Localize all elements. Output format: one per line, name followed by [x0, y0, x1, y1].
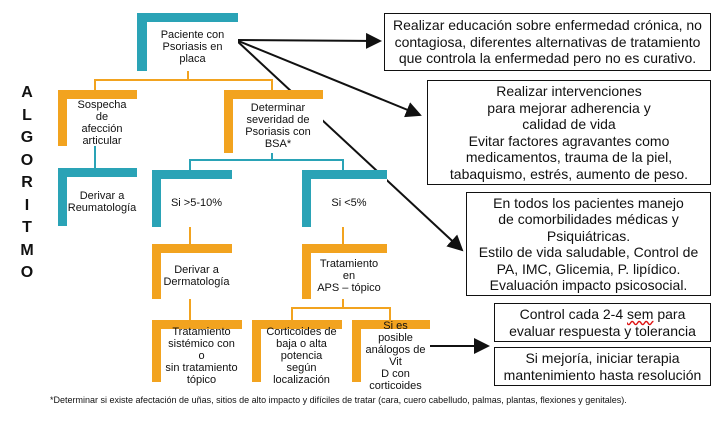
side-title-letter: M: [20, 241, 34, 259]
box-control: Control cada 2-4 sem para evaluar respue…: [494, 303, 711, 342]
side-title-letter: T: [22, 219, 32, 236]
control-text-a: Control cada 2-4: [519, 306, 628, 322]
box-adherencia: Realizar intervenciones para mejorar adh…: [427, 80, 711, 185]
node-derivar-reumatologia: Derivar a Reumatología: [64, 174, 137, 226]
node-paciente-psoriasis: Paciente con Psoriasis en placa: [144, 19, 238, 71]
node-sospecha-articular: Sospecha de afección articular: [64, 96, 137, 147]
box-educacion: Realizar educación sobre enfermedad crón…: [384, 13, 711, 71]
side-title-letter: I: [24, 196, 30, 214]
side-title-letter: L: [22, 106, 32, 124]
side-title-letter: O: [20, 264, 34, 281]
control-text-sem: sem: [627, 306, 654, 322]
node-determinar-bsa: Determinar severidad de Psoriasis con BS…: [230, 96, 323, 153]
node-derivar-dermatologia: Derivar a Dermatología: [158, 250, 232, 299]
node-bsa-menor: Si <5%: [308, 176, 387, 227]
node-analogos-vitd: Si es posible análogos de Vit D con cort…: [358, 320, 430, 392]
node-tratamiento-sistemico: Tratamiento sistémico con o sin tratamie…: [158, 326, 242, 386]
side-title-letter: G: [20, 129, 34, 146]
control-text-b: para evaluar respuesta y tolerancia: [509, 306, 696, 339]
side-title-letter: O: [20, 151, 34, 169]
side-title-letter: R: [21, 174, 33, 191]
side-title-letter: A: [21, 84, 33, 101]
node-bsa-mayor: Si >5-10%: [158, 176, 232, 227]
node-tratamiento-aps: Tratamiento en APS – tópico: [308, 250, 387, 299]
box-comorbilidades: En todos los pacientes manejo de comorbi…: [466, 192, 711, 296]
box-mejoria: Si mejoría, iniciar terapia mantenimient…: [494, 347, 711, 386]
footnote: *Determinar si existe afectación de uñas…: [50, 395, 627, 405]
node-corticoides: Corticoides de baja o alta potencia segú…: [258, 326, 342, 386]
